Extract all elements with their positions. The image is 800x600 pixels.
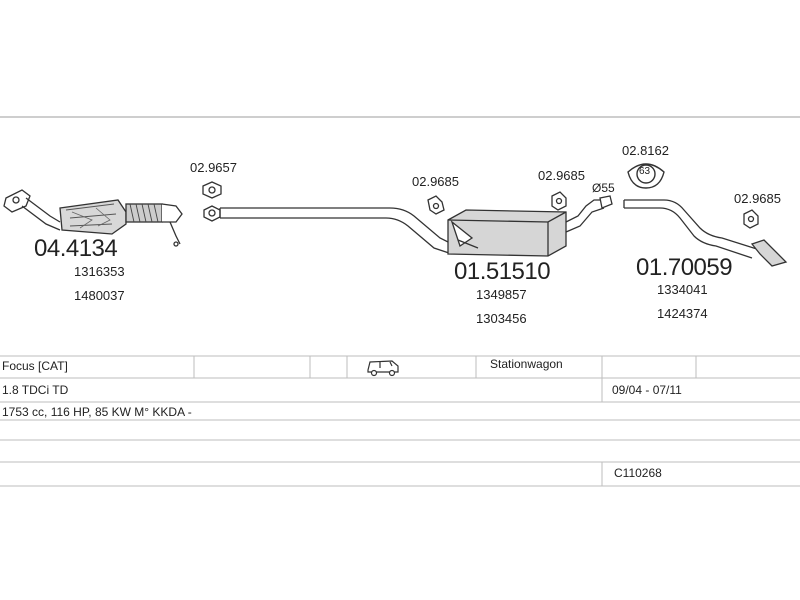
hanger-2-label: 02.9685 xyxy=(538,168,585,183)
catalytic-converter-number: 04.4134 xyxy=(34,235,118,262)
years-cell: 09/04 - 07/11 xyxy=(612,383,682,397)
front-clamp xyxy=(202,181,222,222)
hanger-2 xyxy=(551,191,567,211)
engine-cell: 1.8 TDCi TD xyxy=(2,383,69,397)
middle-silencer-ref-1: 1349857 xyxy=(476,287,527,302)
rear-pipe xyxy=(623,199,788,267)
code-cell: C110268 xyxy=(614,466,662,480)
hanger-3 xyxy=(743,209,759,229)
hanger-3-label: 02.9685 xyxy=(734,191,781,206)
middle-silencer-number: 01.51510 xyxy=(454,258,551,285)
hanger-1 xyxy=(427,195,445,215)
body-type-cell: Stationwagon xyxy=(490,357,563,371)
spec-cell: 1753 cc, 116 HP, 85 KW M° KKDA - xyxy=(2,405,192,419)
hanger-1-label: 02.9685 xyxy=(412,174,459,189)
catalytic-converter xyxy=(59,199,183,247)
middle-silencer-ref-2: 1303456 xyxy=(476,311,527,326)
spec-table-grid xyxy=(0,355,800,487)
van-icon xyxy=(367,360,399,377)
mount-front-label: 02.9657 xyxy=(190,160,237,175)
ring-mount xyxy=(627,163,665,189)
model-cell: Focus [CAT] xyxy=(2,359,68,373)
front-flange xyxy=(3,189,61,231)
pipe-end xyxy=(599,195,613,209)
middle-silencer xyxy=(447,199,605,257)
rear-silencer-ref-1: 1334041 xyxy=(657,282,708,297)
ring-size-label: 63 xyxy=(639,166,651,177)
diameter-label: Ø55 xyxy=(592,181,615,195)
catalytic-converter-ref-1: 1316353 xyxy=(74,264,125,279)
ring-mount-label: 02.8162 xyxy=(622,143,669,158)
rear-silencer-ref-2: 1424374 xyxy=(657,306,708,321)
center-pipe xyxy=(219,207,457,255)
rear-silencer-number: 01.70059 xyxy=(636,254,733,281)
catalytic-converter-ref-2: 1480037 xyxy=(74,288,125,303)
